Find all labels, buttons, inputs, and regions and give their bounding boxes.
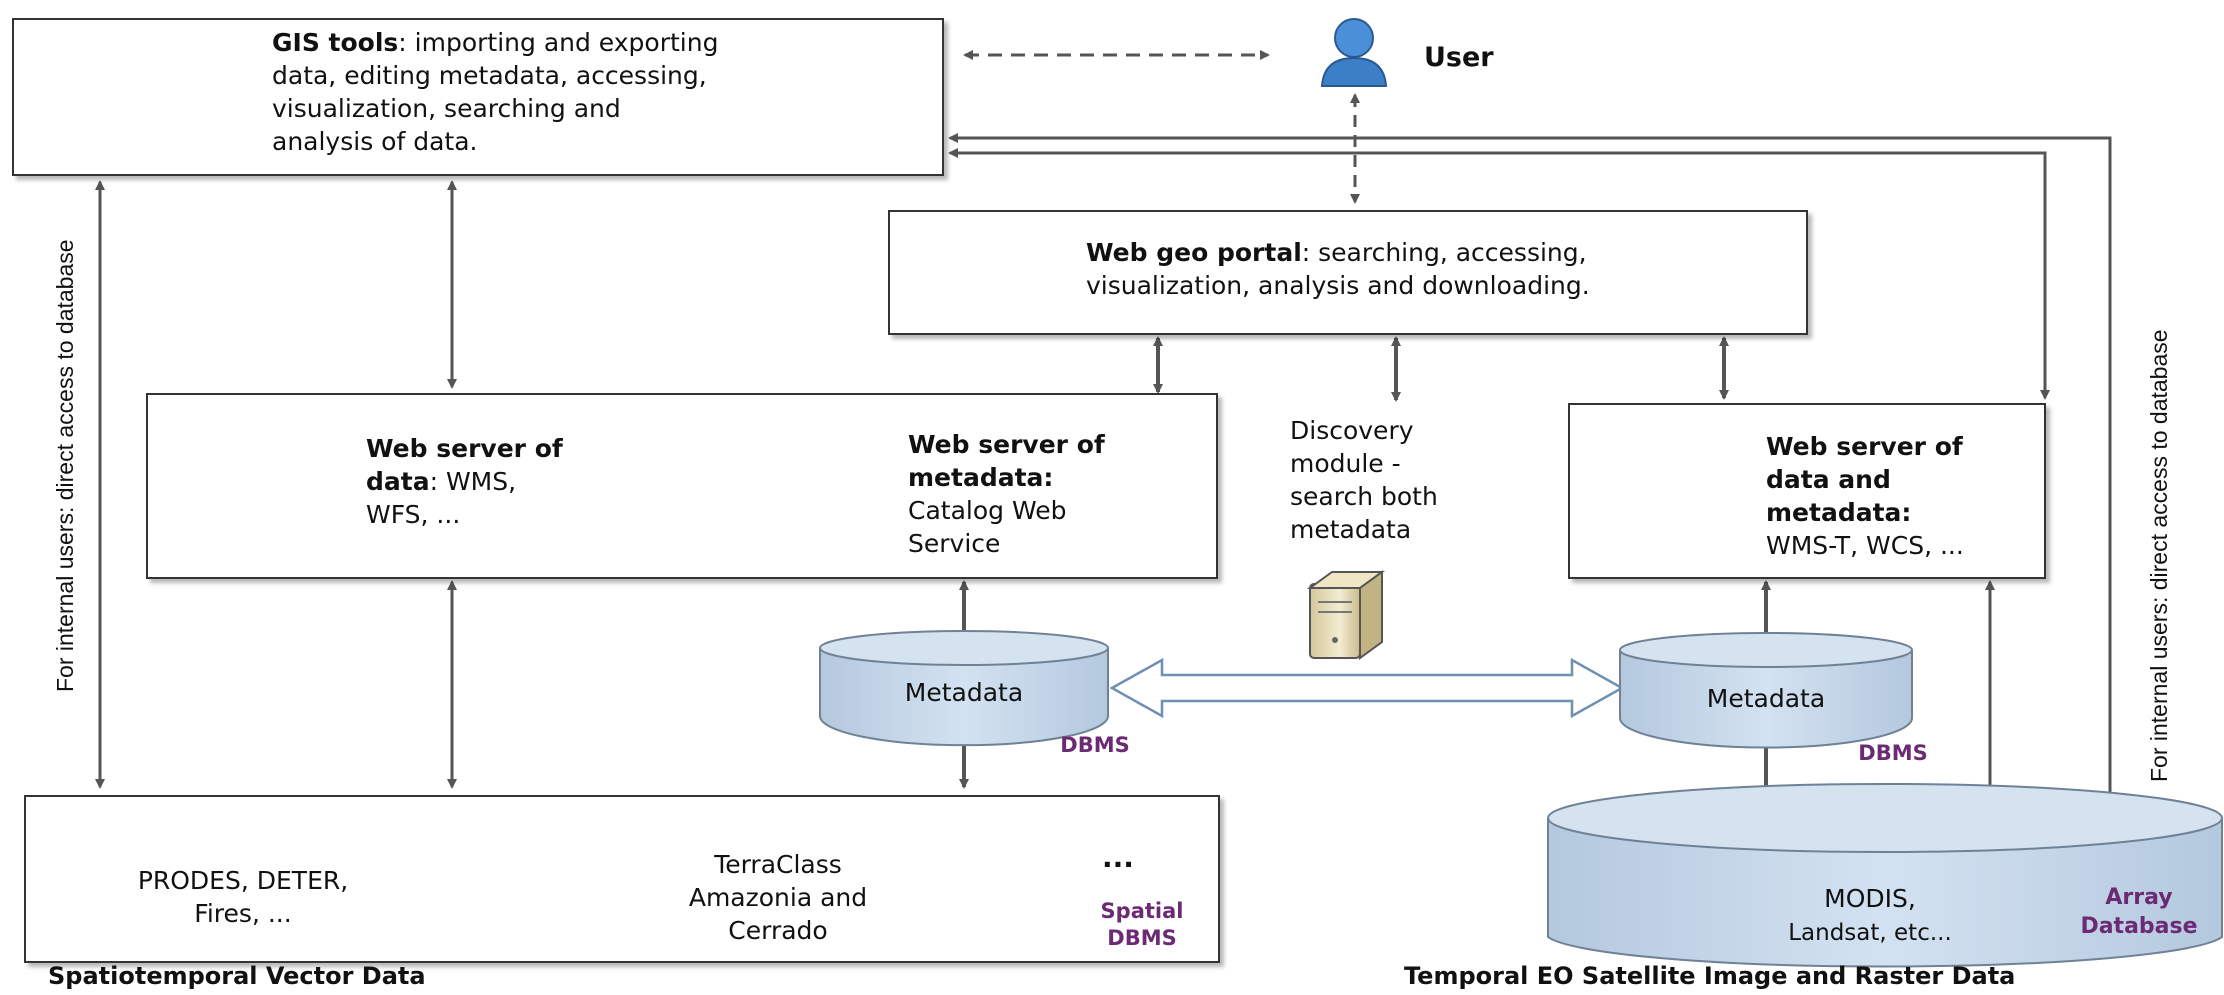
web-server-data-text: Web server of data: WMS, WFS, ... — [366, 432, 626, 531]
web-server-dm-desc-1: WMS-T, WCS, ... — [1766, 531, 1964, 560]
web-server-metadata-title-2: metadata: — [908, 463, 1054, 492]
web-server-metadata-desc-2: Service — [908, 529, 1001, 558]
prodes-label: PRODES, DETER, Fires, ... — [62, 864, 424, 930]
web-server-dm-title-1: Web server of — [1766, 432, 1963, 461]
discovery-server-icon — [1306, 570, 1386, 660]
side-note-right: For internal users: direct access to dat… — [2146, 329, 2172, 782]
terraclass-line-2: Amazonia and — [688, 883, 868, 912]
web-server-data-title-2: data — [366, 467, 430, 496]
caption-right: Temporal EO Satellite Image and Raster D… — [1404, 962, 2016, 990]
web-geo-portal-desc-1: : searching, accessing, — [1301, 238, 1587, 267]
vector-ellipsis: ... — [1102, 841, 1134, 874]
gis-tools-desc-1: : importing and exporting — [398, 28, 719, 57]
prodes-line-2: Fires, ... — [194, 899, 292, 928]
web-server-data-title-1: Web server of — [366, 434, 563, 463]
web-server-data-desc-2: WFS, ... — [366, 500, 461, 529]
discovery-line-1: Discovery — [1290, 416, 1414, 445]
array-database-line-2: Database — [2080, 913, 2198, 939]
discovery-line-3: search both — [1290, 482, 1438, 511]
web-geo-portal-title: Web geo portal — [1086, 238, 1302, 267]
metadata-left-cylinder — [819, 630, 1109, 747]
gis-tools-text: GIS tools: importing and exporting data,… — [272, 26, 932, 158]
web-server-data-desc-1: : WMS, — [429, 467, 517, 496]
spatial-dbms-label: Spatial DBMS — [1072, 898, 1212, 953]
metadata-left-dbms: DBMS — [1060, 733, 1130, 757]
spatial-dbms-line-2: DBMS — [1107, 926, 1177, 951]
terraclass-label: TerraClass Amazonia and Cerrado — [598, 848, 958, 947]
web-server-dm-title-2: data and — [1766, 465, 1891, 494]
discovery-module-text: Discovery module - search both metadata — [1290, 414, 1490, 546]
array-db-line-1: MODIS, — [1824, 884, 1916, 913]
web-server-dm-title-3: metadata: — [1766, 498, 1912, 527]
array-db-text: MODIS, Landsat, etc... — [1700, 882, 2040, 948]
gis-tools-box — [12, 18, 944, 176]
array-db-line-2: Landsat, etc... — [1788, 920, 1952, 946]
gis-tools-desc-3: visualization, searching and — [272, 94, 621, 123]
array-database-cylinder — [1547, 783, 2223, 968]
web-server-data-metadata-text: Web server of data and metadata: WMS-T, … — [1766, 430, 2038, 562]
web-geo-portal-desc-2: visualization, analysis and downloading. — [1086, 271, 1590, 300]
metadata-right-cylinder — [1619, 632, 1913, 749]
web-server-metadata-text: Web server of metadata: Catalog Web Serv… — [908, 428, 1208, 560]
web-geo-portal-box — [888, 210, 1808, 335]
array-database-label: Array Database — [2064, 884, 2214, 941]
discovery-line-4: metadata — [1290, 515, 1412, 544]
web-server-metadata-title-1: Web server of — [908, 430, 1105, 459]
web-servers-left-box — [146, 393, 1218, 579]
web-geo-portal-text: Web geo portal: searching, accessing, vi… — [1086, 236, 1798, 302]
spatial-dbms-line-1: Spatial — [1100, 899, 1184, 923]
array-database-line-1: Array — [2105, 885, 2173, 910]
side-note-left: For internal users: direct access to dat… — [52, 239, 78, 692]
caption-left: Spatiotemporal Vector Data — [48, 962, 426, 990]
gis-tools-title: GIS tools — [272, 28, 399, 57]
discovery-line-2: module - — [1290, 449, 1401, 478]
user-icon — [1320, 18, 1388, 87]
web-server-right-box — [1568, 403, 2046, 579]
metadata-left-label: Metadata — [904, 678, 1024, 707]
gis-tools-desc-4: analysis of data. — [272, 127, 478, 156]
vector-data-store-box — [24, 795, 1220, 963]
terraclass-line-3: Cerrado — [728, 916, 828, 945]
metadata-sync-double-arrow — [1109, 657, 1625, 719]
prodes-line-1: PRODES, DETER, — [137, 866, 349, 895]
web-server-metadata-desc-1: Catalog Web — [908, 496, 1067, 525]
gis-array-elbow-arrow — [948, 133, 2115, 807]
metadata-right-label: Metadata — [1706, 684, 1826, 713]
terraclass-line-1: TerraClass — [714, 850, 842, 879]
metadata-right-dbms: DBMS — [1858, 741, 1928, 765]
gis-tools-desc-2: data, editing metadata, accessing, — [272, 61, 707, 90]
user-label: User — [1424, 42, 1494, 73]
